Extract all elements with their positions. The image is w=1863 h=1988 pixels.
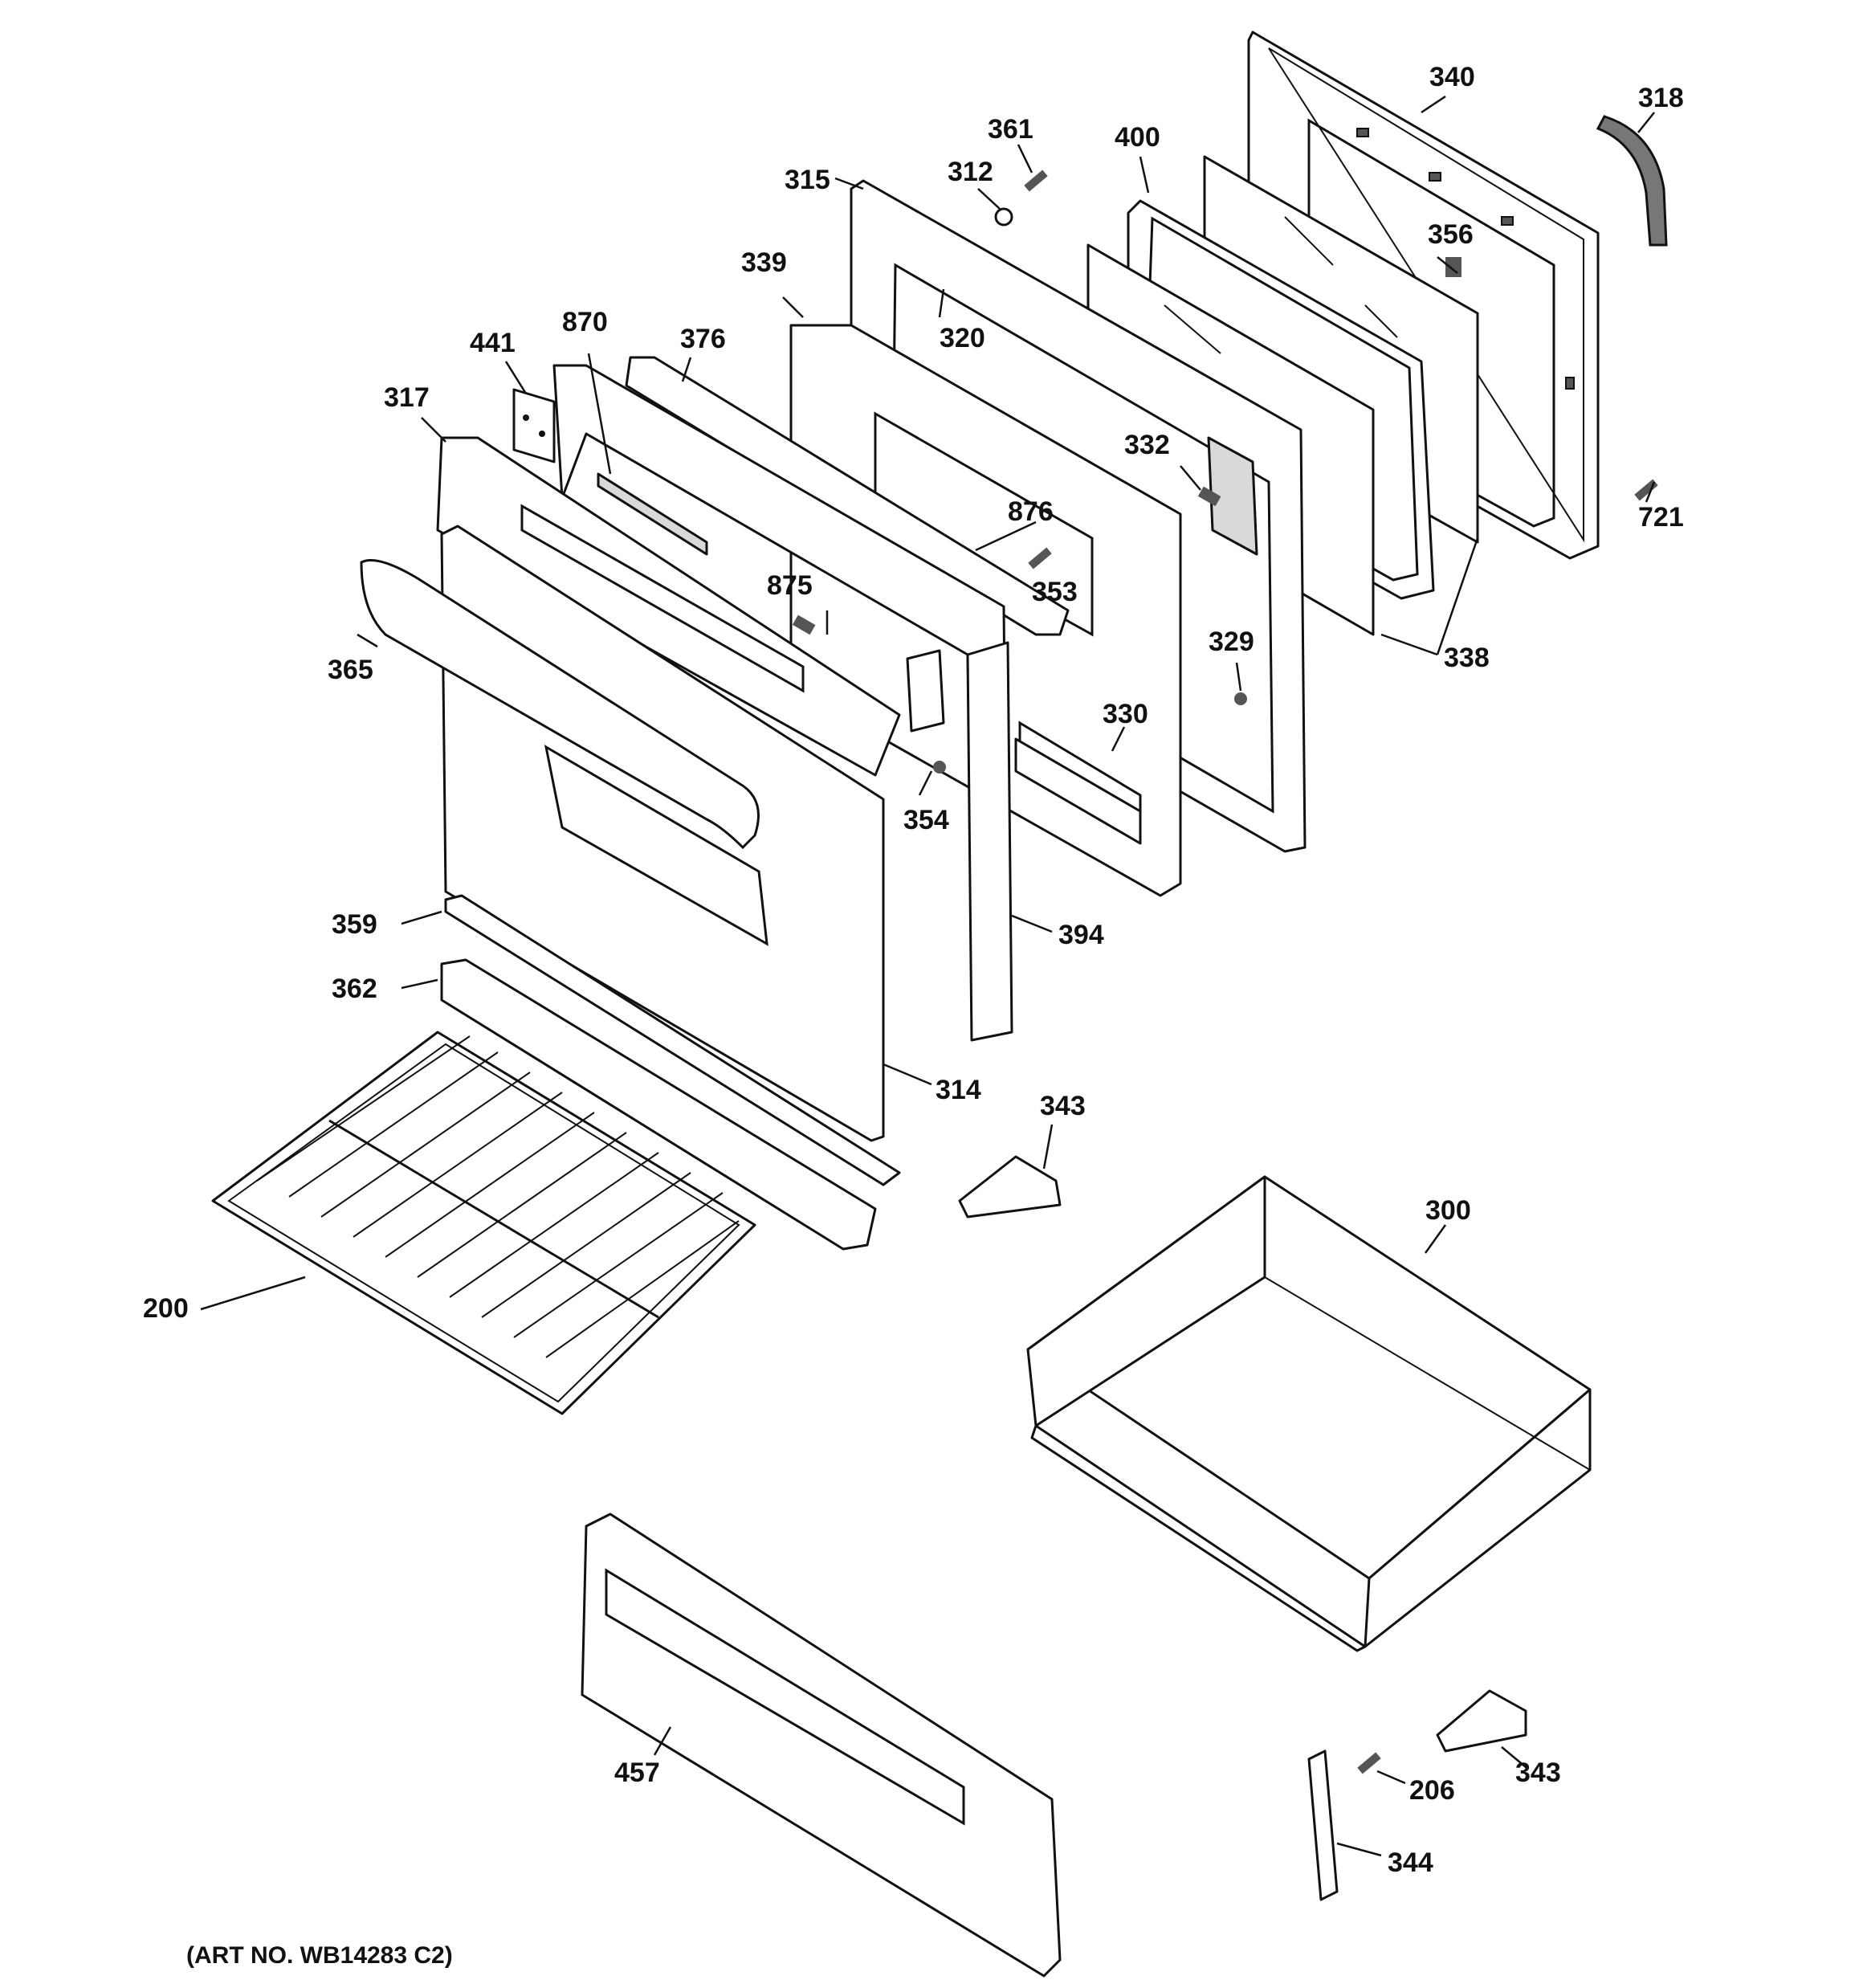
callout-300: 300: [1425, 1195, 1471, 1226]
part-door-handle: [360, 559, 760, 850]
callout-362: 362: [332, 974, 377, 1004]
part-oven-rack: [211, 1031, 756, 1415]
callout-376: 376: [680, 324, 726, 354]
art-number: (ART NO. WB14283 C2): [186, 1942, 453, 1969]
callout-317: 317: [384, 382, 430, 413]
callout-354: 354: [903, 805, 949, 835]
callout-labels: 340 318 361 400 312 315 356 339 320 870 …: [143, 62, 1684, 1878]
callout-332: 332: [1124, 430, 1170, 460]
screw-icon: [1445, 257, 1461, 277]
part-support-bracket: [1307, 1749, 1339, 1901]
part-door-bottom-trim: [444, 894, 901, 1186]
callout-320: 320: [940, 323, 985, 353]
callout-312: 312: [948, 157, 993, 187]
callout-365: 365: [328, 655, 373, 685]
part-drawer-slide-upper: [958, 1155, 1062, 1219]
leader-lines: [200, 95, 1656, 1857]
callout-876: 876: [1008, 496, 1054, 527]
callout-315: 315: [785, 165, 830, 195]
callout-329: 329: [1209, 627, 1254, 657]
callout-314: 314: [936, 1075, 981, 1105]
screw-icon: [994, 207, 1013, 227]
screw-icon: [933, 761, 946, 774]
part-storage-drawer: [1026, 1175, 1592, 1652]
part-trim-strip: [625, 356, 1070, 636]
screw-icon: [1357, 1752, 1381, 1774]
callout-875: 875: [767, 570, 813, 601]
callout-343-upper: 343: [1040, 1091, 1086, 1121]
callout-318: 318: [1638, 83, 1684, 113]
callout-340: 340: [1429, 62, 1475, 92]
screw-icon: [1024, 169, 1048, 192]
screw-icon: [1234, 692, 1247, 705]
screw-icon: [1028, 547, 1052, 569]
callout-457: 457: [614, 1757, 660, 1788]
callout-200: 200: [143, 1293, 189, 1324]
callout-338: 338: [1444, 643, 1490, 673]
callout-361: 361: [988, 114, 1033, 145]
callout-339: 339: [741, 247, 787, 278]
callout-441: 441: [470, 328, 516, 358]
part-hinge-bracket-right: [906, 649, 945, 733]
callout-353: 353: [1032, 577, 1078, 607]
callout-206: 206: [1409, 1775, 1455, 1806]
part-door-top-trim: [436, 436, 901, 777]
callout-394: 394: [1058, 920, 1104, 950]
part-vent-trim: [440, 958, 877, 1251]
callout-344: 344: [1388, 1847, 1433, 1878]
part-hinge-bracket-left: [512, 388, 556, 463]
callout-356: 356: [1428, 219, 1474, 250]
callout-330: 330: [1103, 699, 1148, 729]
callout-359: 359: [332, 909, 377, 940]
part-gasket: [1596, 115, 1668, 247]
screw-icon: [792, 614, 816, 635]
callout-400: 400: [1115, 122, 1160, 153]
part-drawer-slide-lower: [1436, 1689, 1527, 1753]
screw-icon: [1197, 486, 1221, 507]
callout-721: 721: [1638, 502, 1684, 533]
part-door-inner-frame: [552, 364, 1013, 1042]
callout-343-lower: 343: [1515, 1757, 1561, 1788]
callout-870: 870: [562, 307, 608, 337]
part-drawer-front: [581, 1512, 1062, 1978]
